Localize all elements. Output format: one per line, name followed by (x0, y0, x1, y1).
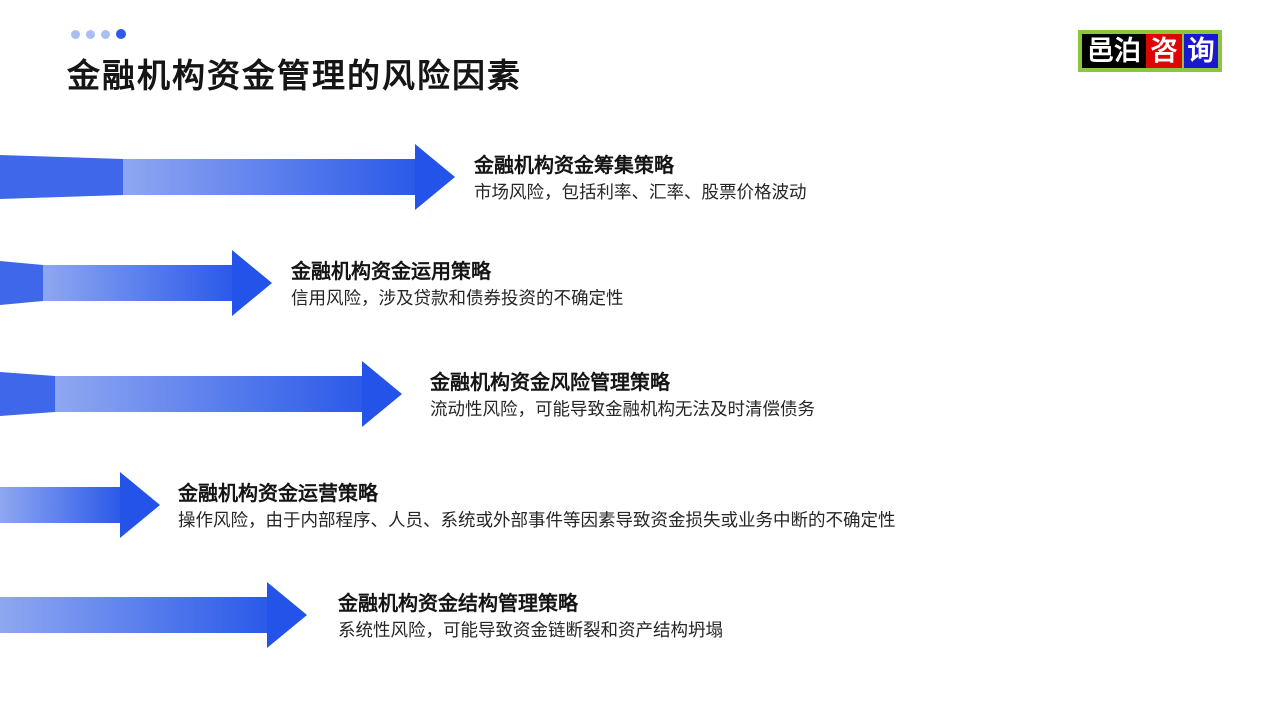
brand-logo: 邑泊 咨 询 (1078, 30, 1222, 72)
logo-blue-segment: 询 (1184, 34, 1218, 68)
arrow-head-icon (232, 250, 272, 316)
arrow-tail (0, 261, 43, 305)
risk-item-heading: 金融机构资金风险管理策略 (430, 372, 670, 394)
logo-red-segment: 咨 (1146, 34, 1182, 68)
accent-dot-icon (71, 29, 80, 39)
arrow-tail (0, 155, 123, 199)
risk-item-text: 金融机构资金结构管理策略 系统性风险，可能导致资金链断裂和资产结构坍塌 (338, 591, 723, 642)
logo-black-segment: 邑泊 (1082, 34, 1146, 68)
accent-dot-icon (86, 29, 95, 39)
arrow-head-icon (267, 582, 307, 648)
risk-item-desc: 市场风险，包括利率、汇率、股票价格波动 (474, 182, 807, 202)
risk-item-desc: 信用风险，涉及贷款和债券投资的不确定性 (291, 288, 624, 308)
risk-item-text: 金融机构资金运用策略 信用风险，涉及贷款和债券投资的不确定性 (291, 259, 624, 310)
accent-dot-active-icon (116, 29, 126, 39)
arrow-head-icon (415, 144, 455, 210)
arrow-head-icon (362, 361, 402, 427)
arrow-body (0, 376, 362, 412)
title-accent-dots (71, 29, 126, 39)
arrow-tail (0, 372, 55, 416)
risk-item-heading: 金融机构资金筹集策略 (474, 155, 674, 177)
risk-item-text: 金融机构资金筹集策略 市场风险，包括利率、汇率、股票价格波动 (474, 153, 807, 204)
accent-dot-icon (101, 29, 110, 39)
risk-item-text: 金融机构资金运营策略 操作风险，由于内部程序、人员、系统或外部事件等因素导致资金… (178, 481, 896, 532)
arrow-body (0, 487, 120, 523)
arrow-body (0, 597, 267, 633)
risk-item-desc: 系统性风险，可能导致资金链断裂和资产结构坍塌 (338, 620, 723, 640)
risk-item-heading: 金融机构资金运用策略 (291, 261, 491, 283)
risk-item-heading: 金融机构资金运营策略 (178, 483, 378, 505)
risk-item-desc: 流动性风险，可能导致金融机构无法及时清偿债务 (430, 399, 815, 419)
risk-item-heading: 金融机构资金结构管理策略 (338, 593, 578, 615)
risk-item-text: 金融机构资金风险管理策略 流动性风险，可能导致金融机构无法及时清偿债务 (430, 370, 815, 421)
risk-item-desc: 操作风险，由于内部程序、人员、系统或外部事件等因素导致资金损失或业务中断的不确定… (178, 510, 896, 530)
arrow-head-icon (120, 472, 160, 538)
page-title: 金融机构资金管理的风险因素 (67, 57, 522, 94)
